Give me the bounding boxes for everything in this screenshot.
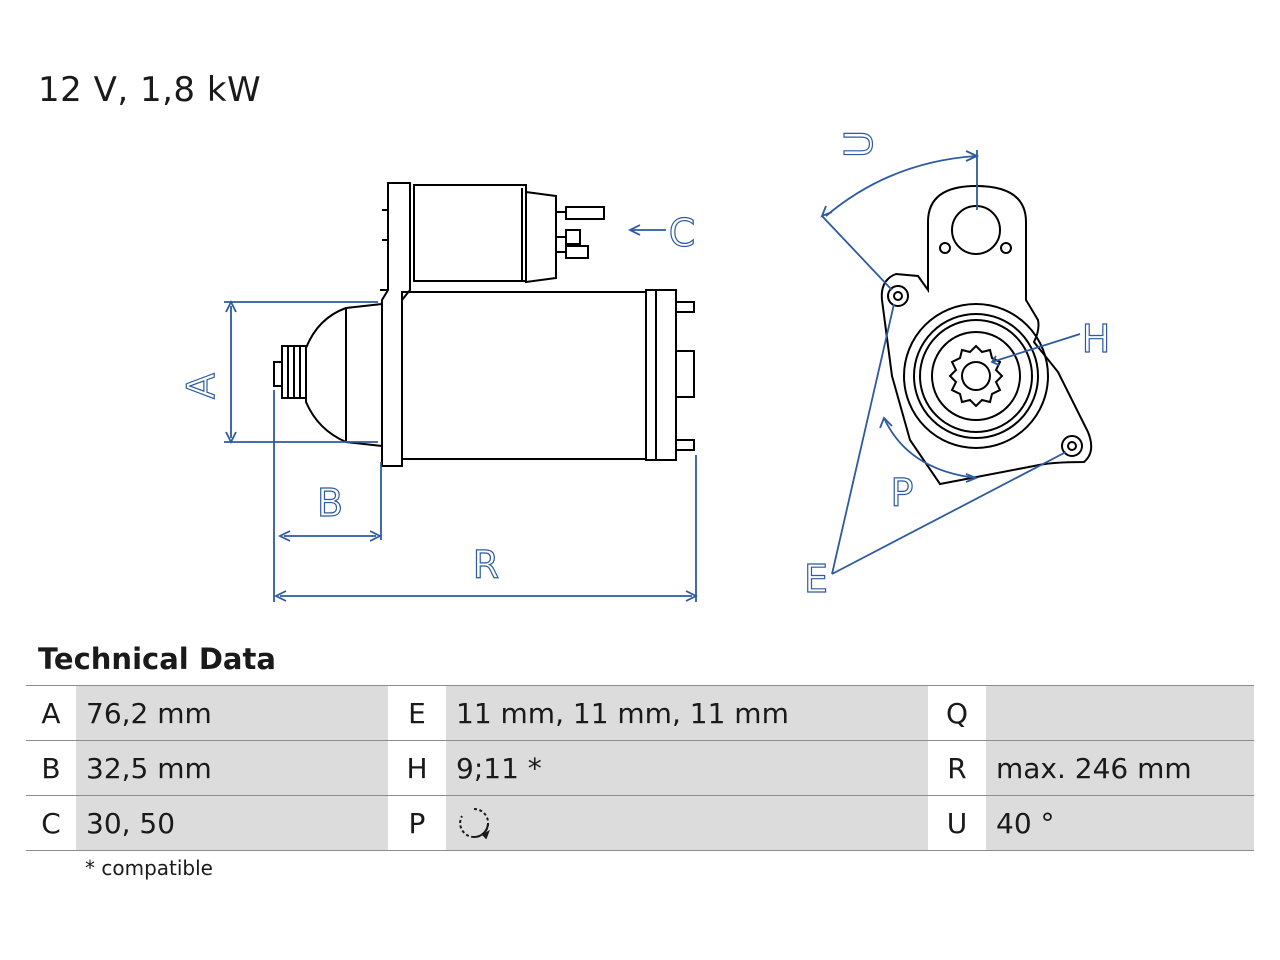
footnote: * compatible (85, 856, 213, 880)
pinion-gear (948, 344, 1004, 408)
drive-housing (305, 303, 383, 447)
label-u: U (837, 130, 881, 158)
mounting-flange (381, 182, 411, 467)
value-cell: 40 ° (986, 795, 1254, 851)
solenoid-body (413, 184, 527, 282)
key-cell: C (26, 795, 76, 851)
table-row: C 30, 50 P U 40 ° (26, 795, 1254, 851)
terminal-30 (565, 206, 605, 220)
label-e: E (804, 557, 828, 601)
label-c: C (669, 211, 696, 255)
value-cell-rotation (446, 795, 928, 851)
end-dimensions (820, 150, 1081, 575)
value-cell (986, 685, 1254, 741)
table-row: A 76,2 mm E 11 mm, 11 mm, 11 mm Q (26, 685, 1254, 741)
side-view (273, 182, 695, 467)
value-cell: 9;11 * (446, 740, 928, 796)
key-cell: E (388, 685, 446, 741)
key-cell: P (388, 795, 446, 851)
drive-housing-ring (903, 303, 1049, 449)
mount-hole-bottom (1061, 435, 1083, 457)
key-cell: U (928, 795, 986, 851)
key-cell: B (26, 740, 76, 796)
end-cap (645, 289, 677, 461)
key-cell: H (388, 740, 446, 796)
label-p: P (891, 471, 914, 515)
starter-motor-drawing: A B C R U H P E (178, 129, 1111, 602)
label-h: H (1082, 317, 1111, 361)
side-dimensions (224, 224, 699, 602)
motor-body (401, 291, 647, 460)
label-b: B (317, 481, 343, 525)
product-title: 12 V, 1,8 kW (38, 70, 262, 110)
solenoid-hole (951, 205, 1001, 255)
value-cell: 11 mm, 11 mm, 11 mm (446, 685, 928, 741)
solenoid-cap (525, 190, 557, 284)
label-r: R (473, 543, 499, 587)
value-cell: 76,2 mm (76, 685, 388, 741)
flange-plate (880, 184, 1093, 486)
key-cell: A (26, 685, 76, 741)
technical-data-table: A 76,2 mm E 11 mm, 11 mm, 11 mm Q B 32,5… (26, 685, 1254, 851)
value-cell: 30, 50 (76, 795, 388, 851)
section-title: Technical Data (38, 642, 276, 676)
clockwise-rotation-icon (459, 807, 490, 840)
end-view (880, 184, 1093, 486)
value-cell: 32,5 mm (76, 740, 388, 796)
mount-hole-top (887, 285, 909, 307)
value-cell: max. 246 mm (986, 740, 1254, 796)
key-cell: R (928, 740, 986, 796)
terminal-50 (565, 229, 581, 245)
key-cell: Q (928, 685, 986, 741)
label-a: A (179, 373, 223, 399)
table-row: B 32,5 mm H 9;11 * R max. 246 mm (26, 740, 1254, 796)
